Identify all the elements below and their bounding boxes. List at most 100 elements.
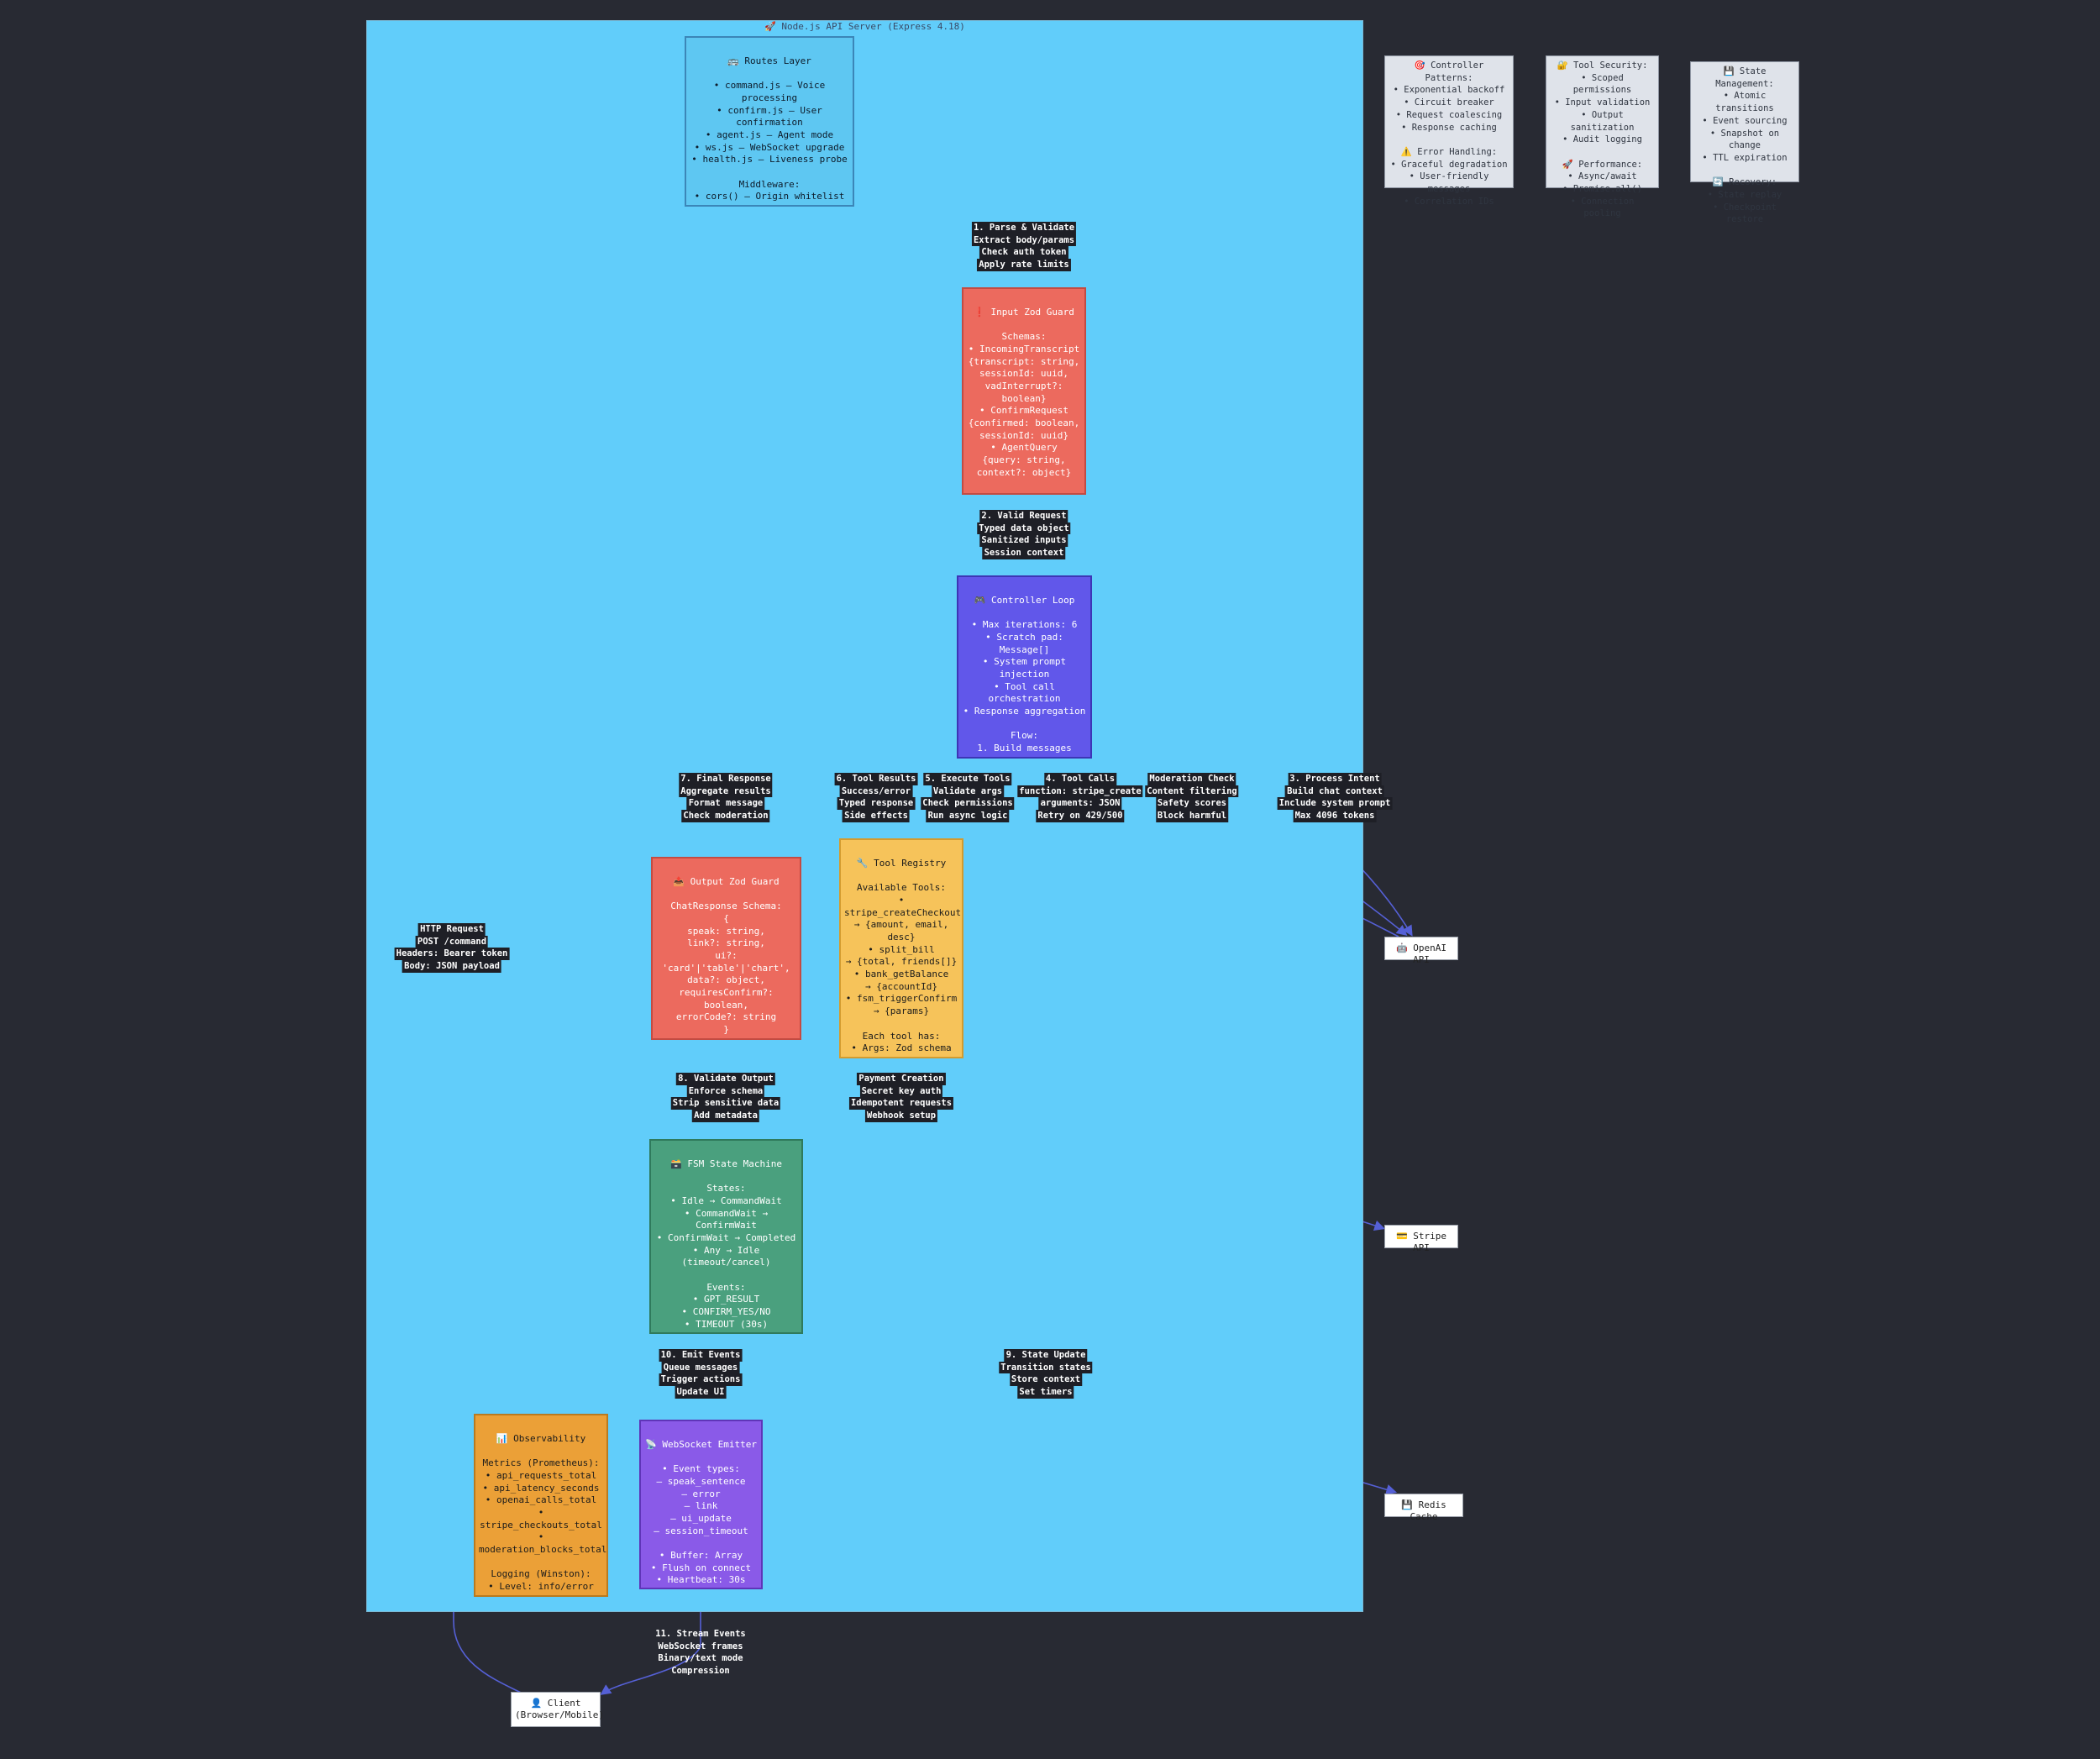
edge-label-line: Typed response	[837, 797, 916, 811]
routes-layer-title: 🚌 Routes Layer	[727, 55, 811, 66]
edge-websocket-to-client	[600, 1589, 701, 1695]
observability-body: Metrics (Prometheus): • api_requests_tot…	[479, 1457, 607, 1595]
edge-label-line: Safety scores	[1155, 797, 1229, 811]
edge-label-line: Include system prompt	[1277, 797, 1393, 811]
edge-label-line: 5. Execute Tools	[923, 773, 1012, 785]
edge-label-line: POST /command	[415, 935, 489, 948]
controller-patterns-note: 🎯 Controller Patterns: • Exponential bac…	[1384, 55, 1514, 207]
routes-layer-node[interactable]: 🚌 Routes Layer • command.js — Voice proce…	[685, 36, 854, 207]
edge-label-line: Update UI	[675, 1386, 727, 1399]
output-zod-guard-title: 📤 Output Zod Guard	[673, 875, 780, 887]
edge-label-line: Format message	[686, 797, 765, 811]
edge-label-line: Webhook setup	[864, 1110, 938, 1122]
edge-label-line: Extract body/params	[971, 234, 1077, 247]
edge-label-line: Add metadata	[692, 1110, 759, 1122]
server-cluster-title: 🚀 Node.js API Server (Express 4.18)	[764, 21, 965, 32]
input-zod-guard-title: ❗ Input Zod Guard	[974, 306, 1074, 318]
edge-label-line: Success/error	[839, 785, 913, 798]
edge-label-line: Run async logic	[926, 810, 1010, 822]
controller-loop-title: 🎮 Controller Loop	[974, 594, 1075, 606]
edge-label-line: Store context	[1009, 1373, 1083, 1387]
edge-label-line: Headers: Bearer token	[394, 948, 510, 961]
edge-label-line: WebSocket frames	[658, 1641, 743, 1651]
edge-label-line: 1. Parse & Validate	[971, 222, 1077, 234]
edge-label-line: 7. Final Response	[679, 773, 773, 785]
edge-label-line: Enforce schema	[686, 1084, 765, 1098]
edge-label-line: HTTP Request	[418, 923, 486, 936]
output-zod-guard-body: ChatResponse Schema: { speak: string, li…	[662, 901, 790, 1036]
edge-label-line: Payment Creation	[857, 1073, 946, 1085]
edge-label-line: 2. Valid Request	[979, 510, 1068, 522]
edge-label-line: Body: JSON payload	[402, 960, 501, 973]
edge-label-line: Check moderation	[681, 810, 770, 822]
routes-layer-body: • command.js — Voice processing • confir…	[691, 80, 848, 205]
edge-label-line: 4. Tool Calls	[1043, 773, 1117, 785]
fsm-state-machine-title: 🗃️ FSM State Machine	[670, 1158, 782, 1169]
input-zod-guard-body: Schemas: • IncomingTranscript {transcrip…	[968, 331, 1080, 493]
edge-label-line: Typed data object	[977, 522, 1071, 535]
tool-registry-body: Available Tools: • stripe_createCheckout…	[844, 882, 962, 1057]
edge-label-line: 10. Emit Events	[659, 1349, 743, 1362]
edge-label-line: Sanitized inputs	[979, 534, 1068, 548]
client-node[interactable]: 👤 Client (Browser/Mobile)	[511, 1692, 604, 1727]
edge-label-line: Side effects	[843, 810, 910, 822]
edge-label-line: Check permissions	[921, 797, 1015, 811]
edge-label-line: function: stripe_create	[1017, 785, 1143, 798]
tool-registry-title: 🔧 Tool Registry	[856, 857, 947, 869]
stripe-api-node[interactable]: 💳 Stripe API	[1384, 1225, 1458, 1253]
edge-label-line: Apply rate limits	[977, 259, 1071, 271]
fsm-state-machine-body: States: • Idle → CommandWait • CommandWa…	[656, 1183, 796, 1332]
edge-label-line: 8. Validate Output	[676, 1073, 775, 1085]
edge-label-line: Secret key auth	[859, 1084, 943, 1098]
edge-label-line: Check auth token	[979, 246, 1068, 260]
websocket-emitter-title: 📡 WebSocket Emitter	[645, 1438, 757, 1450]
edge-label-line: Block harmful	[1155, 810, 1229, 822]
tool-security-note: 🔐 Tool Security: • Scoped permissions • …	[1546, 55, 1659, 218]
openai-api-node[interactable]: 🤖 OpenAI API	[1384, 937, 1458, 965]
edge-label-line: 11. Stream Events	[655, 1629, 746, 1639]
edge-label-line: Aggregate results	[679, 785, 773, 798]
observability-title: 📊 Observability	[496, 1432, 586, 1444]
edge-label-line: Retry on 429/500	[1036, 810, 1125, 822]
state-management-note: 💾 State Management: • Atomic transitions…	[1690, 61, 1799, 224]
websocket-emitter-node[interactable]: 📡 WebSocket Emitter • Event types: – spea…	[639, 1420, 763, 1589]
websocket-emitter-body: • Event types: – speak_sentence – error …	[650, 1463, 752, 1588]
edge-label-line: Compression	[671, 1666, 730, 1677]
edge-label-line: Validate args	[931, 785, 1005, 798]
edge-label-line: Queue messages	[661, 1361, 740, 1374]
redis-cache-node[interactable]: 💾 Redis Cache	[1384, 1494, 1463, 1522]
edge-label-line: Session context	[982, 547, 1066, 559]
edge-label-line: 6. Tool Results	[834, 773, 918, 785]
controller-loop-node[interactable]: 🎮 Controller Loop • Max iterations: 6 • S…	[957, 575, 1092, 759]
edge-label-line: Binary/text mode	[658, 1653, 743, 1664]
edge-label-line: 3. Process Intent	[1288, 773, 1382, 785]
edge-label-line: Transition states	[999, 1361, 1093, 1374]
controller-loop-body: • Max iterations: 6 • Scratch pad: Messa…	[963, 619, 1086, 757]
edge-label-line: Content filtering	[1145, 785, 1239, 798]
edge-label-line: 9. State Update	[1004, 1349, 1088, 1362]
edge-label-line: Build chat context	[1285, 785, 1384, 798]
edge-label-line: Set timers	[1017, 1386, 1074, 1399]
edge-label-line: Moderation Check	[1147, 773, 1236, 785]
edge-label-line: Max 4096 tokens	[1293, 810, 1377, 822]
edge-label-line: Idempotent requests	[848, 1097, 954, 1111]
